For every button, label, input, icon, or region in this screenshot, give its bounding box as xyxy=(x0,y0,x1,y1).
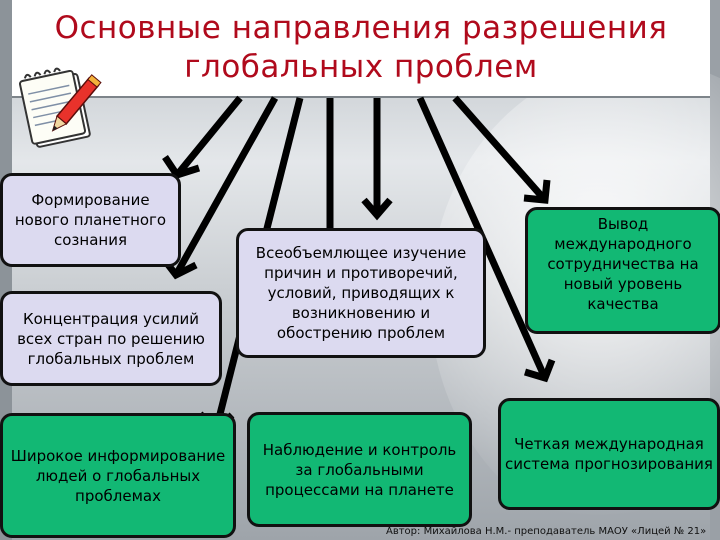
box-concentration-of-efforts: Концентрация усилий всех стран по решени… xyxy=(0,291,222,386)
box-text: Четкая международная система прогнозиров… xyxy=(505,435,713,473)
slide-title: Основные направления разрешения глобальн… xyxy=(54,10,668,85)
arrow-to-b1 xyxy=(162,95,243,180)
box-text: Широкое информирование людей о глобальны… xyxy=(10,446,226,505)
box-comprehensive-study: Всеобъемлющее изучение причин и противор… xyxy=(236,228,486,358)
arrow-to-b4 xyxy=(361,98,393,221)
box-new-planetary-consciousness: Формирование нового планетного сознания xyxy=(0,173,181,267)
arrow-to-b6 xyxy=(452,95,551,204)
box-text: Вывод международного сотрудничества на н… xyxy=(547,215,699,313)
box-international-cooperation: Вывод международного сотрудничества на н… xyxy=(525,207,720,334)
box-forecasting-system: Четкая международная система прогнозиров… xyxy=(498,398,720,510)
title-bar: Основные направления разрешения глобальн… xyxy=(12,0,710,98)
notepad-pencil-icon xyxy=(19,67,102,148)
box-observation-control: Наблюдение и контроль за глобальными про… xyxy=(247,412,472,527)
box-text: Всеобъемлющее изучение причин и противор… xyxy=(255,244,467,342)
author-credit: Автор: Михайлова Н.М.- преподаватель МАО… xyxy=(386,526,707,537)
left-frame xyxy=(0,0,12,540)
box-text: Концентрация усилий всех стран по решени… xyxy=(17,309,205,368)
box-text: Наблюдение и контроль за глобальными про… xyxy=(262,440,457,499)
box-text: Формирование нового планетного сознания xyxy=(14,191,167,249)
box-wide-informing: Широкое информирование людей о глобальны… xyxy=(0,413,236,538)
